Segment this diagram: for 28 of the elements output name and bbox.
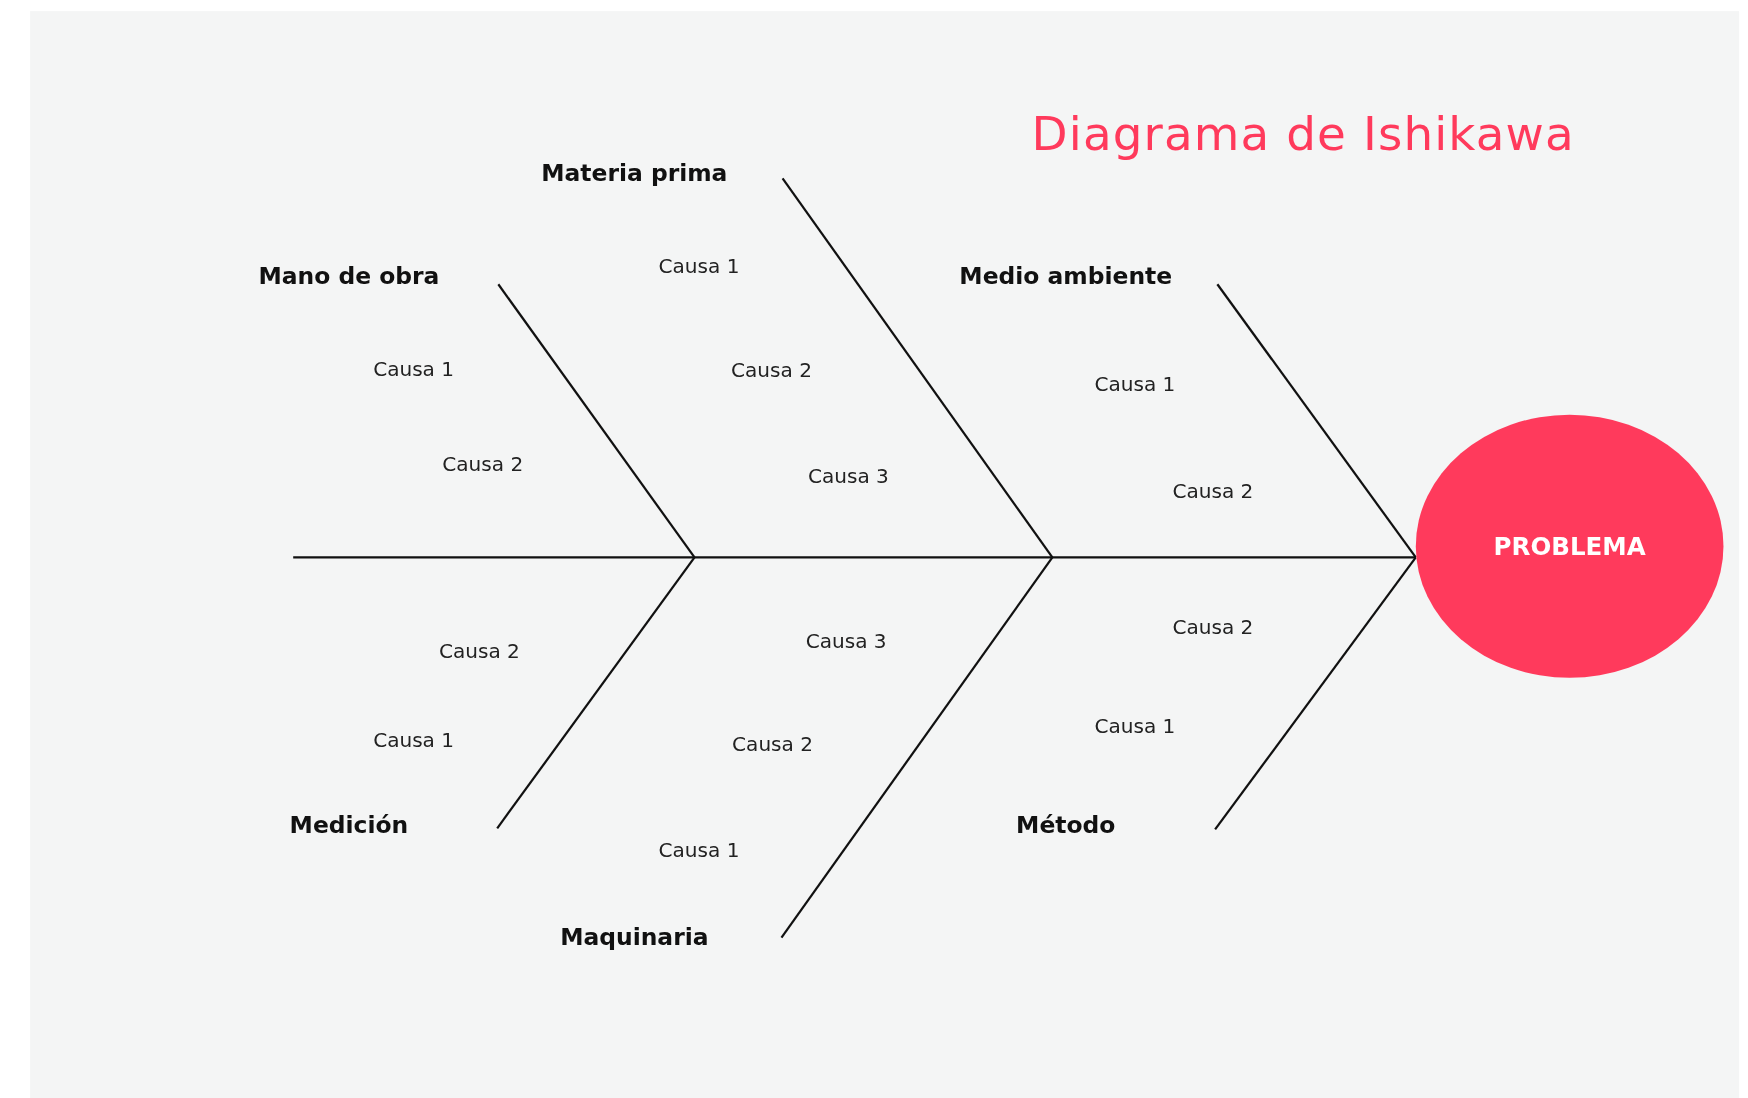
category-label: Medición: [289, 811, 409, 839]
cause-label: Causa 1: [1094, 714, 1176, 738]
cause-label: Causa 1: [373, 357, 455, 381]
spine-line: [293, 556, 1416, 559]
cause-label: Causa 1: [373, 728, 455, 752]
bone-line: [496, 556, 696, 829]
cause-label: Causa 2: [1172, 478, 1254, 503]
category-label: Maquinaria: [560, 924, 709, 951]
category-label: Mano de obra: [258, 263, 440, 290]
cause-label: Causa 2: [1172, 614, 1254, 639]
cause-label: Causa 3: [807, 464, 889, 488]
category-label: Medio ambiente: [959, 263, 1173, 290]
cause-label: Causa 2: [732, 731, 813, 756]
cause-label: Causa 2: [442, 452, 524, 476]
cause-label: Causa 2: [438, 639, 520, 663]
bone-line: [497, 283, 696, 559]
bone-line: [1216, 283, 1417, 559]
cause-label: Causa 3: [805, 629, 887, 653]
bone-line: [781, 177, 1054, 559]
category-label: Materia prima: [541, 159, 728, 187]
bone-line: [1214, 556, 1417, 831]
bone-line: [780, 556, 1054, 939]
cause-label: Causa 2: [731, 358, 812, 382]
category-label: Método: [1016, 811, 1116, 839]
cause-label: Causa 1: [658, 253, 740, 278]
cause-label: Causa 1: [1094, 371, 1176, 396]
cause-label: Causa 1: [658, 837, 740, 862]
diagram-title: Diagrama de Ishikawa: [1031, 106, 1575, 162]
